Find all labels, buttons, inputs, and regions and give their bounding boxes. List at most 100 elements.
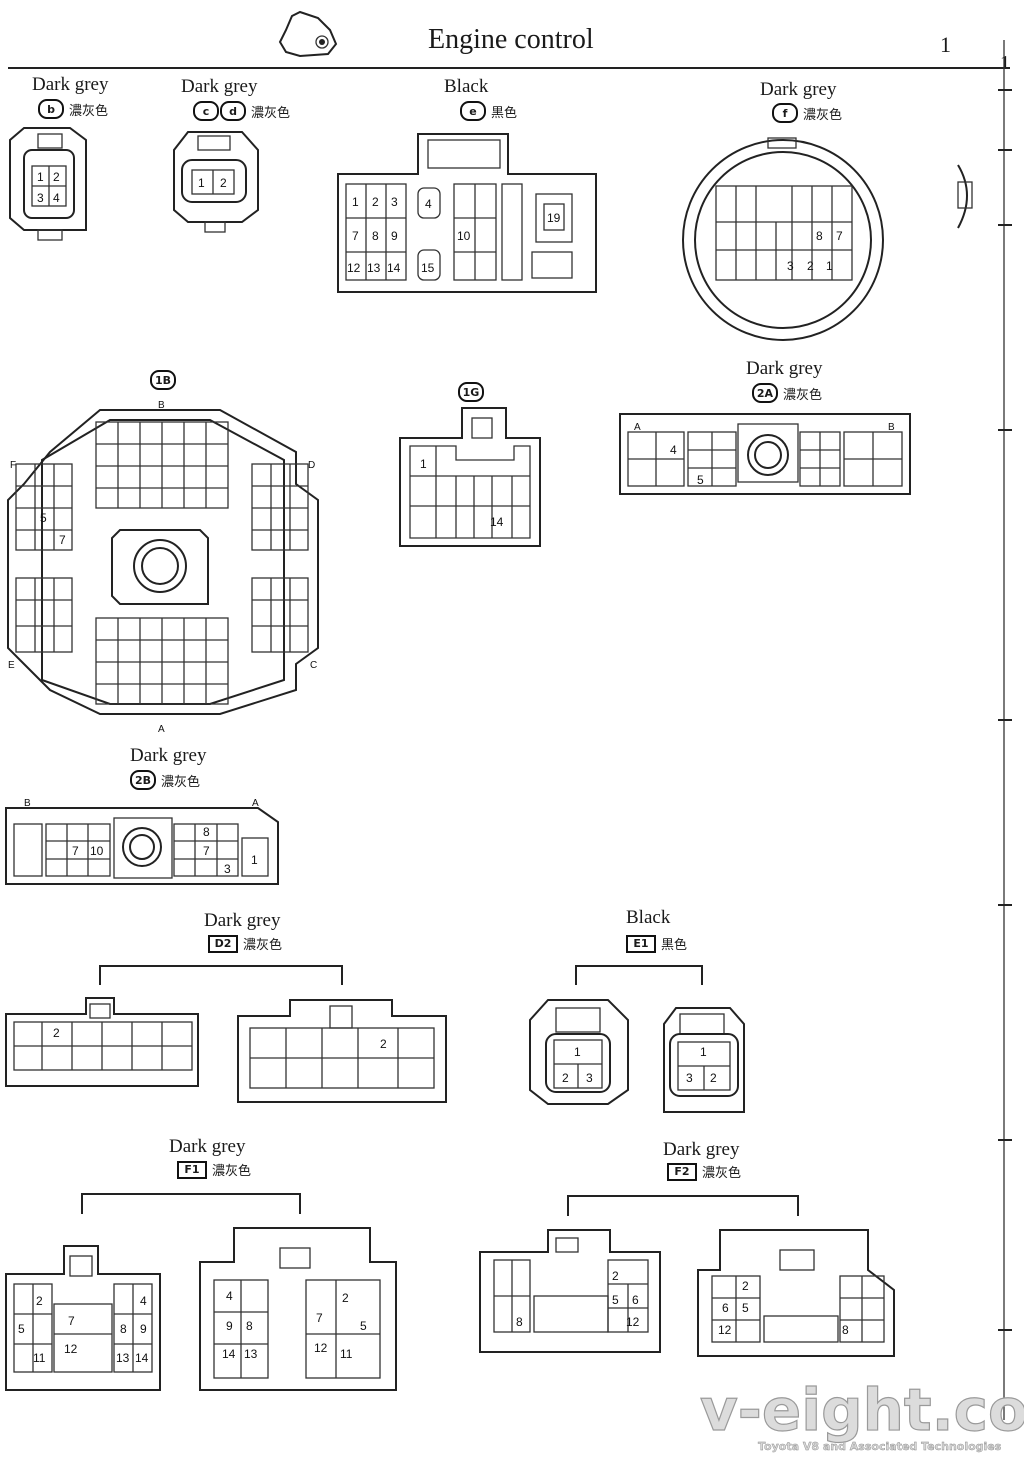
connector-e1-pin: 1 (574, 1045, 581, 1059)
connector-d2-color: Dark grey (204, 910, 281, 931)
connector-f1-color: Dark grey (169, 1136, 246, 1157)
connector-1g-pin: 14 (490, 515, 504, 529)
connector-2b-end: B (24, 798, 31, 809)
connector-d2: 2 2 (5, 965, 447, 1103)
connector-e-pin: 7 (352, 229, 359, 243)
connector-e-pin: 12 (347, 261, 361, 275)
connector-1b-code-row: 1B (150, 370, 176, 390)
connector-f1-pin: 11 (33, 1351, 46, 1365)
connector-f1: 2 4 5 7 8 9 11 12 13 14 4 2 9 8 7 5 14 1… (5, 1193, 397, 1391)
connector-1g: 1 14 (399, 407, 541, 547)
connector-f1-pin: 8 (246, 1319, 253, 1333)
connector-f1-code-row: F1 濃灰色 (177, 1160, 251, 1179)
connector-1b-pin: 5 (40, 511, 47, 525)
connector-b-pin: 2 (53, 170, 60, 184)
connector-e-pin: 8 (372, 229, 379, 243)
connector-c-code: c (193, 101, 219, 121)
page-title: Engine control (428, 24, 594, 55)
connector-2b-code-row: 2B 濃灰色 (130, 770, 200, 790)
connector-b-pin: 3 (37, 191, 44, 205)
connector-2b-pin: 8 (203, 825, 210, 839)
connector-b-code-row: b 濃灰色 (38, 99, 108, 119)
connector-e-pin: 10 (457, 229, 471, 243)
connector-1b-side: B (158, 400, 165, 411)
connector-f2-pin: 5 (612, 1293, 619, 1307)
connector-f-pin: 8 (816, 229, 823, 243)
connector-f1-pin: 9 (226, 1319, 233, 1333)
connector-f2-color: Dark grey (663, 1139, 740, 1160)
connector-f2: 2 5 6 8 12 2 6 5 12 8 (479, 1195, 895, 1357)
connector-e1-pin: 2 (710, 1071, 717, 1085)
connector-1b: B D C A E F 5 7 (7, 400, 319, 735)
connector-f1-pin: 4 (140, 1294, 147, 1308)
watermark-tagline: Toyota V8 and Associated Technologies (758, 1440, 1002, 1453)
connector-1b-pin: 7 (59, 533, 66, 547)
connector-1b-side: F (10, 460, 16, 471)
connector-1b-side: A (158, 724, 165, 735)
connector-2b-code: 2B (130, 770, 156, 790)
connector-b-pin: 1 (37, 170, 44, 184)
connector-f2-pin: 6 (632, 1293, 639, 1307)
connector-2a-pin: 5 (697, 473, 704, 487)
connector-2b-pin: 7 (203, 844, 210, 858)
connector-f1-code: F1 (177, 1160, 207, 1179)
connector-e-pin: 9 (391, 229, 398, 243)
connector-f1-pin: 12 (64, 1342, 78, 1356)
connector-f2-pin: 12 (718, 1323, 732, 1337)
connector-e1-color: Black (626, 907, 671, 928)
watermark-brand: v-eight.com (700, 1376, 1024, 1444)
connector-e-pin: 13 (367, 261, 381, 275)
connector-f-code-row: f 濃灰色 (772, 103, 842, 123)
edge-page-number: 1 (1000, 52, 1010, 74)
connector-2b-color: Dark grey (130, 745, 207, 766)
connector-1b-side: D (308, 460, 315, 471)
connector-e: 1 2 3 4 7 8 9 10 12 13 14 15 19 (337, 133, 597, 293)
connector-2a-code: 2A (752, 383, 778, 403)
connector-f-code: f (772, 103, 798, 123)
connector-f1-pin: 9 (140, 1322, 147, 1336)
connector-e1-jp: 黒色 (661, 938, 688, 953)
connector-2b-jp: 濃灰色 (161, 774, 201, 790)
connector-1b-side: E (8, 660, 15, 671)
connector-cd-color: Dark grey (181, 76, 258, 97)
connector-f2-pin: 2 (742, 1279, 749, 1293)
connector-e1-code-row: E1 黒色 (626, 934, 687, 953)
connector-cd-jp: 濃灰色 (251, 105, 291, 121)
connector-e-pin: 14 (387, 261, 401, 275)
binder-edge-marks (957, 40, 1012, 1420)
connector-2a-pin: 4 (670, 443, 677, 457)
connector-e1-code: E1 (626, 934, 656, 953)
connector-d2-code: D2 (208, 934, 238, 953)
connector-e-pin: 3 (391, 195, 398, 209)
connector-e-pin: 1 (352, 195, 359, 209)
connector-e-pin: 15 (421, 261, 435, 275)
connector-d2-pin: 2 (380, 1037, 387, 1051)
connector-f1-pin: 7 (68, 1314, 75, 1328)
connector-f1-pin: 5 (360, 1319, 367, 1333)
connector-f1-pin: 13 (244, 1347, 258, 1361)
connector-f1-pin: 4 (226, 1289, 233, 1303)
connector-1g-code: 1G (458, 382, 484, 402)
connector-f1-pin: 13 (116, 1351, 130, 1365)
connector-2b-pin: 7 (72, 844, 79, 858)
page-number: 1 (940, 32, 951, 57)
connector-1b-side: C (310, 660, 317, 671)
connector-2b-pin: 1 (251, 853, 258, 867)
connector-d2-code-row: D2 濃灰色 (208, 934, 282, 953)
connector-e1-pin: 1 (700, 1045, 707, 1059)
connector-e-color: Black (444, 76, 489, 97)
connector-b: 1 2 3 4 (9, 127, 87, 241)
connector-f2-code: F2 (667, 1162, 697, 1181)
connector-2a-end: B (888, 422, 895, 433)
connector-2a-jp: 濃灰色 (783, 387, 823, 403)
connector-f: 8 7 3 2 1 (682, 137, 884, 341)
connector-2b-pin: 3 (224, 862, 231, 876)
connector-f1-jp: 濃灰色 (212, 1164, 252, 1179)
connector-f1-pin: 8 (120, 1322, 127, 1336)
connector-f1-pin: 2 (36, 1294, 43, 1308)
connector-f-pin: 1 (826, 259, 833, 273)
connector-f1-pin: 12 (314, 1341, 328, 1355)
connector-2b-pin: 10 (90, 844, 104, 858)
